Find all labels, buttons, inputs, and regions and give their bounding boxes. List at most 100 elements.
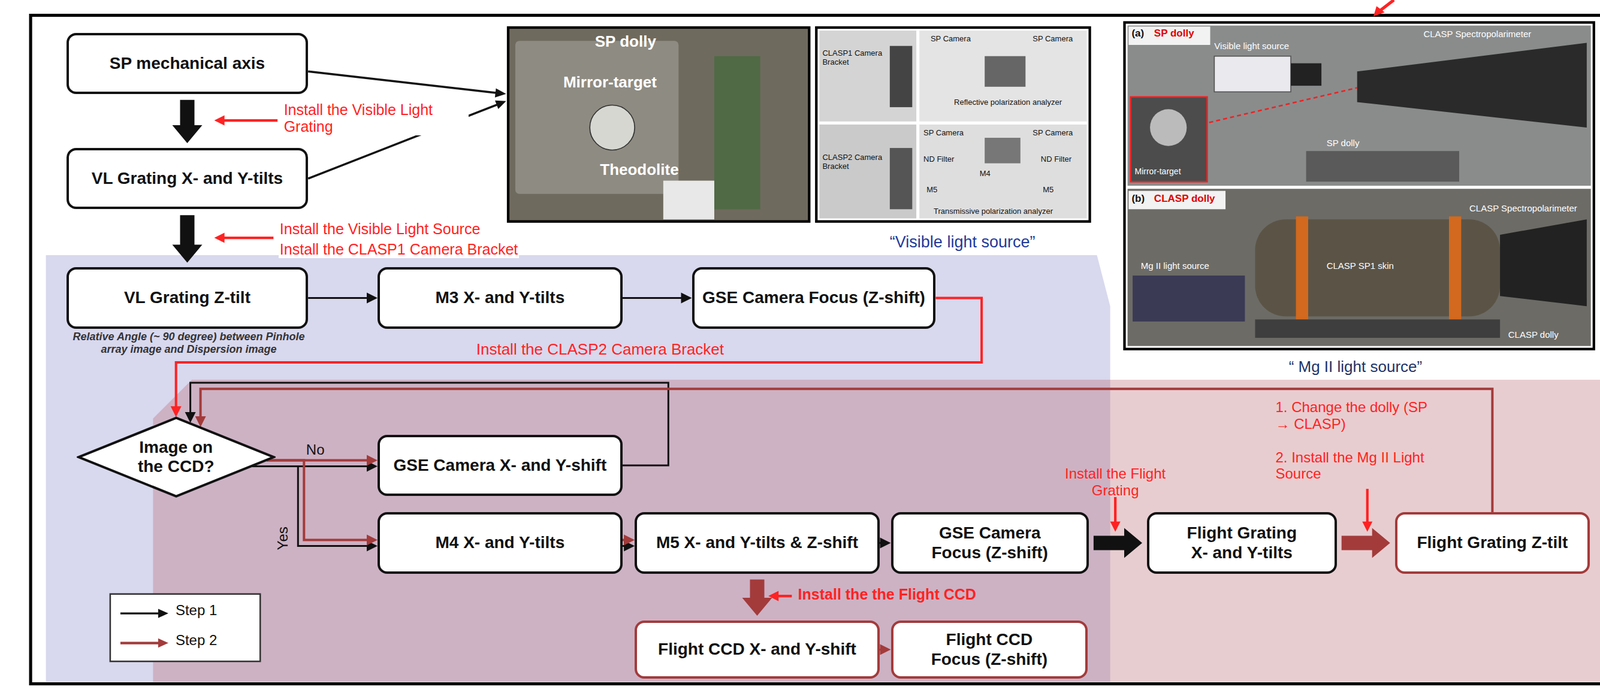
process-box: Flight CCD Focus (Z-shift) [891,620,1089,679]
photo-label: ND Filter [923,155,955,165]
box-text: M3 X- and Y-tilts [435,288,565,308]
process-box: M4 X- and Y-tilts [377,512,623,574]
photo-label: (b) [1131,192,1145,205]
photo-label: CLASP Spectropolarimeter [1469,203,1578,214]
glove [663,180,715,220]
arrowhead [623,535,635,546]
connector [252,460,378,552]
process-box: GSE Camera Focus (Z-shift) [692,267,937,329]
process-box: M3 X- and Y-tilts [377,267,623,329]
photo-panel [819,124,917,219]
legend-arrow [120,641,160,645]
connector [1093,528,1143,559]
beam-line [1209,88,1358,123]
annotation-text: “Visible light source” [889,233,1036,252]
pointer-arrow [777,595,793,598]
connector [172,100,203,144]
photo-label: Mirror-target [563,73,657,92]
arrowhead [170,406,182,418]
process-box: SP mechanical axis [66,32,309,95]
photo-panel [1127,25,1592,187]
label-patch [1128,26,1210,45]
photo-panel [1127,188,1592,346]
box-text: M4 X- and Y-tilts [435,533,565,553]
arrowhead [158,638,169,648]
process-box: GSE Camera Focus (Z-shift) [891,512,1089,574]
connector [195,388,1493,513]
box-text: SP mechanical axis [109,53,265,74]
light-source [1214,56,1291,93]
annotation-text: Install the CLASP1 Camera Bracket [278,240,519,259]
pointer-arrow [223,119,278,122]
arrowhead [880,644,892,656]
legend-box [110,594,261,662]
photo-label: SP Camera [1032,34,1073,44]
box-text: VL Grating X- and Y-tilts [91,168,283,189]
spectropolarimeter [1357,43,1587,128]
dolly [1254,319,1500,338]
photo-label: Reflective polarization analyzer [954,98,1062,108]
pointer-arrow [1380,0,1394,11]
arrowhead [1362,521,1373,533]
connector-line [622,297,683,300]
photo-panel [819,30,917,122]
process-box: VL Grating Z-tilt [66,267,309,329]
camera-bracket [889,148,913,210]
annotation-text: Relative Angle (~ 90 degree) between Pin… [67,330,310,356]
block-arrow [1341,528,1391,559]
step2-region [152,379,1600,682]
arrowhead [880,538,892,549]
decision-text: Image on the CCD? [123,438,229,477]
process-box: Flight Grating Z-tilt [1395,512,1590,574]
edge-label: No [306,441,325,459]
connector-line [252,466,368,547]
photo-label: (a) [1131,27,1144,40]
photo-label: Mg II light source [1140,260,1210,271]
connector-line [200,388,1493,513]
box-text: Flight Grating X- and Y-tilts [1156,523,1328,563]
photo-label: CLASP dolly [1154,192,1216,205]
process-box: M5 X- and Y-tilts & Z-shift [634,512,880,574]
connector [622,293,693,304]
box-text: GSE Camera Focus (Z-shift) [900,523,1080,563]
photo-label: M4 [979,169,991,179]
connector [172,215,203,263]
dolly-plate [515,40,679,195]
polarization-analyzer [984,56,1026,87]
photo-label: ND Filter [1040,155,1072,165]
lens [1290,63,1322,86]
strap [1448,216,1461,320]
inset-photo [1130,97,1208,182]
connector [742,580,773,617]
block-arrow [172,100,203,144]
spectropolarimeter [1499,219,1587,307]
photo-pointer [308,71,496,93]
theodolite [714,56,761,210]
photo-label: CLASP dolly [1508,329,1559,340]
connector [879,644,892,656]
process-box: Flight CCD X- and Y-shift [634,620,880,679]
photo-frame [816,27,1090,222]
label-patch [1128,191,1226,210]
photo-label: SP dolly [595,32,657,51]
connector [308,293,378,304]
photo-label: CLASP SP1 skin [1326,260,1394,271]
photo-label: SP Camera [930,34,971,44]
block-arrow [742,580,773,617]
block-arrow [172,215,203,263]
mirror-target [1149,109,1187,146]
arrowhead [158,608,169,618]
box-text: Flight Grating Z-tilt [1416,533,1568,553]
arrowhead [214,233,225,244]
process-box: VL Grating X- and Y-tilts [66,148,309,210]
edge-label: Yes [274,526,292,551]
frame [30,15,1600,685]
pointer-arrow [1366,488,1369,523]
legend-text: Step 2 [175,632,217,649]
photo-label: Theodolite [599,161,679,180]
connector [879,538,892,549]
photo-frame [508,27,809,222]
annotation-text: Install the Visible Light Grating [282,101,470,137]
decision-diamond: Image on the CCD? [76,416,276,498]
